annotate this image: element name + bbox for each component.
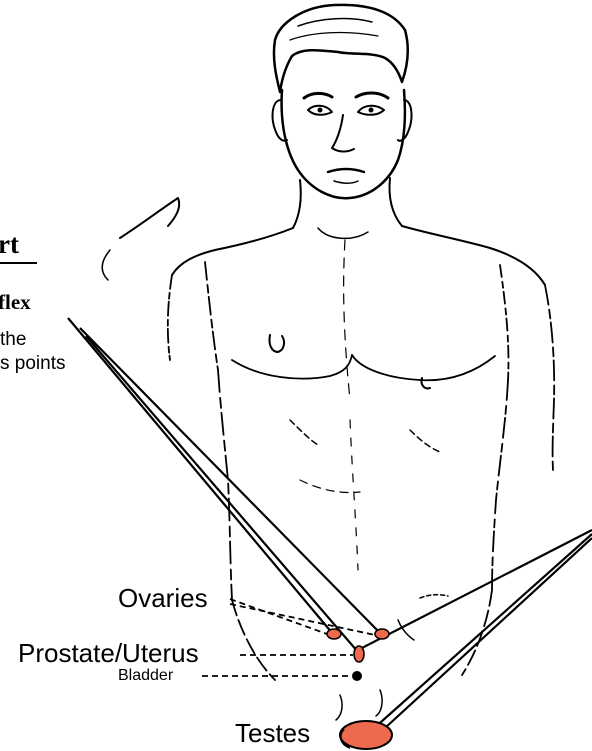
pointer-line-right-3 <box>385 538 592 728</box>
bladder-point <box>352 671 362 681</box>
label-testes: Testes <box>235 718 310 749</box>
label-bladder: Bladder <box>118 667 173 685</box>
pointer-line-right-1 <box>358 530 592 650</box>
label-ovaries: Ovaries <box>118 583 208 614</box>
ovary-point-right <box>375 629 389 639</box>
label-leaders <box>202 599 375 676</box>
leader-ovaries-2 <box>230 604 375 635</box>
testes-point <box>340 721 392 749</box>
ovary-point-left <box>327 629 341 639</box>
prostate-uterus-point <box>354 646 364 662</box>
label-prostate-uterus: Prostate/Uterus <box>18 638 199 669</box>
leader-ovaries-1 <box>230 599 327 634</box>
